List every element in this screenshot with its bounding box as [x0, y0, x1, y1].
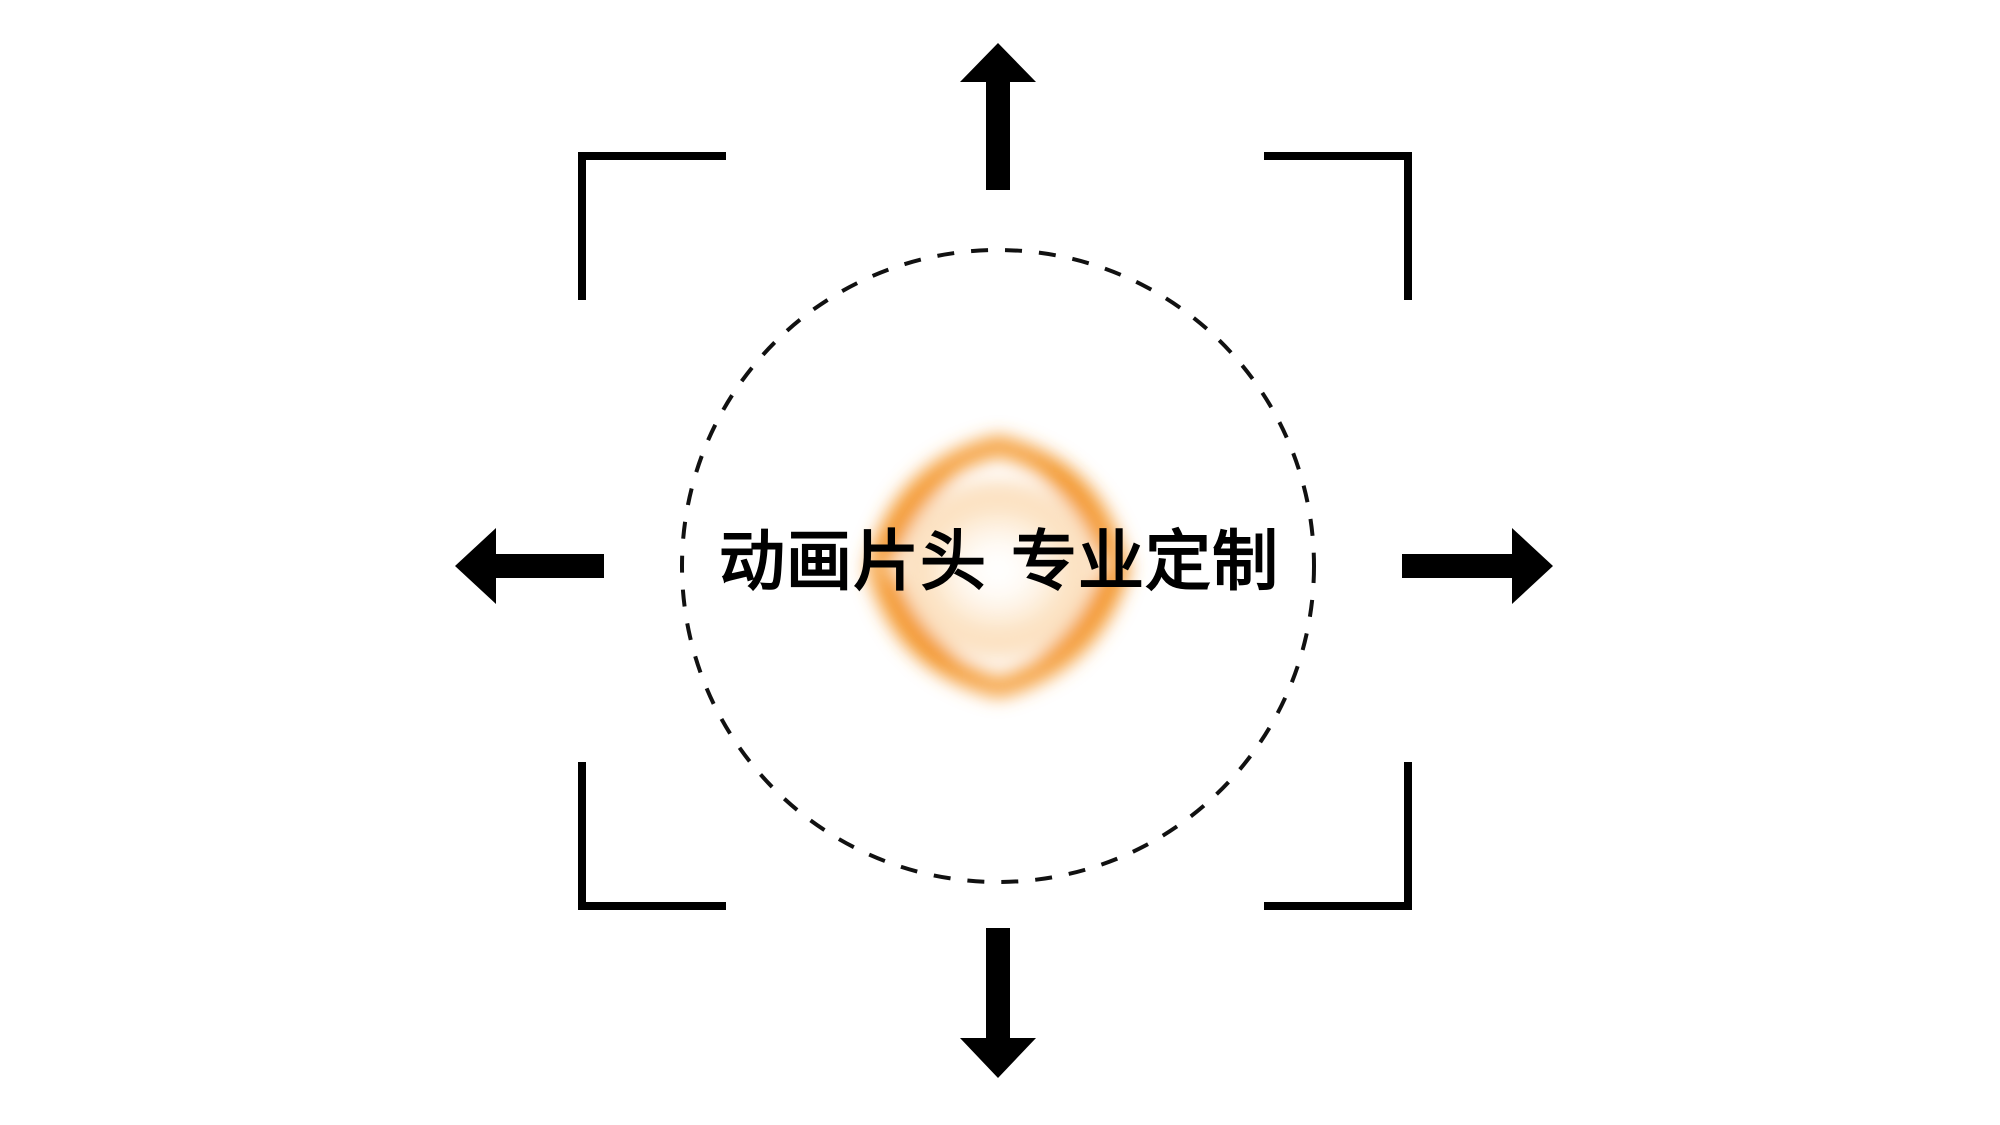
- direction-arrows: [455, 43, 1553, 1078]
- bracket-bottom-left: [578, 762, 726, 910]
- bracket-top-left: [578, 152, 726, 300]
- corner-bracket-frame: [578, 152, 1412, 910]
- arrow-down-icon: [960, 928, 1036, 1078]
- arrow-up-icon: [960, 43, 1036, 190]
- logo-accent-ne: [1006, 448, 1116, 560]
- arrow-left-icon: [455, 528, 604, 604]
- orange-petal-ring-logo: [865, 435, 1131, 698]
- bracket-top-right: [1264, 152, 1412, 300]
- dashed-focus-circle: [680, 248, 1316, 884]
- logo-accent-se: [1006, 572, 1116, 684]
- logo-accent-sw: [880, 572, 990, 684]
- bracket-bottom-right: [1264, 762, 1412, 910]
- logo-accent-nw: [880, 448, 990, 560]
- logo-inner-glow: [894, 478, 1102, 662]
- arrow-right-icon: [1402, 528, 1553, 604]
